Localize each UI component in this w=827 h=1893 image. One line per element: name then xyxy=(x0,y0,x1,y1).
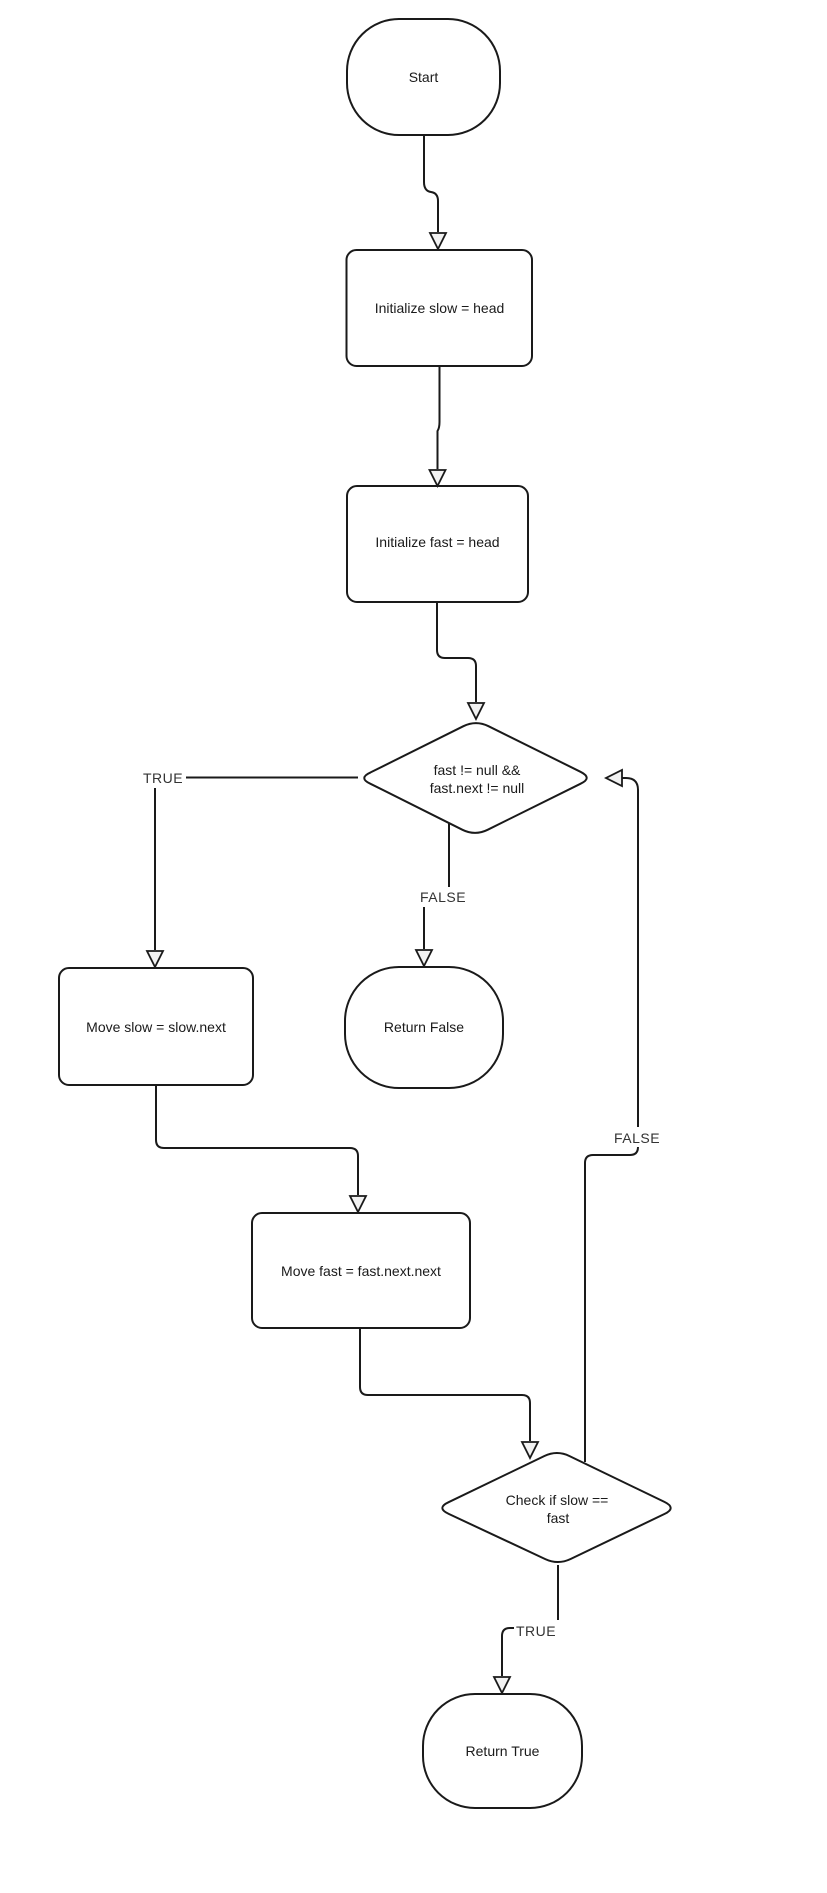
return-false-label: Return False xyxy=(384,1019,464,1035)
move-fast-process xyxy=(251,1212,471,1329)
return-true-label: Return True xyxy=(466,1743,540,1759)
move-slow-process xyxy=(58,967,254,1086)
arrowhead-loop-into-null-check xyxy=(603,768,623,788)
equality-check-decision xyxy=(441,1452,672,1564)
move-fast-label: Move fast = fast.next.next xyxy=(281,1263,441,1279)
edge-label-true-equality-check: TRUE xyxy=(516,1623,556,1639)
arrowhead-into-null-check xyxy=(466,702,486,722)
equality-check-label-line1: Check if slow == xyxy=(506,1492,609,1508)
arrowhead-into-return-false xyxy=(414,949,434,969)
edge-label-true-null-check: TRUE xyxy=(143,770,183,786)
edge-start-to-init-slow xyxy=(423,135,439,232)
init-slow-label: Initialize slow = head xyxy=(375,300,505,316)
edge-label-background xyxy=(612,1127,662,1147)
arrowhead-into-move-slow xyxy=(145,950,165,970)
move-slow-label: Move slow = slow.next xyxy=(86,1019,226,1035)
edge-null-check-false-to-return-false xyxy=(423,823,450,949)
edge-label-false-equality-check: FALSE xyxy=(614,1130,660,1146)
edge-label-false-null-check: FALSE xyxy=(420,889,466,905)
arrowhead-into-equality-check xyxy=(520,1441,540,1461)
edge-move-fast-to-equality-check xyxy=(359,1328,531,1441)
null-check-label-line1: fast != null && xyxy=(434,762,521,778)
null-check-decision xyxy=(363,722,588,834)
init-slow-process xyxy=(345,249,533,367)
equality-check-label-line2: fast xyxy=(547,1510,570,1526)
start-terminator xyxy=(346,18,501,136)
arrowhead-into-move-fast xyxy=(348,1195,368,1215)
arrowhead-into-init-slow xyxy=(428,232,448,252)
edge-init-slow-to-init-fast xyxy=(436,366,441,469)
arrowhead-into-init-fast xyxy=(428,469,447,489)
init-fast-label: Initialize fast = head xyxy=(375,534,499,550)
arrowhead-into-return-true xyxy=(492,1676,512,1696)
edge-move-slow-to-move-fast xyxy=(155,1085,359,1195)
edge-null-check-true-to-move-slow xyxy=(154,776,358,950)
edge-init-fast-to-null-check xyxy=(436,602,477,702)
null-check-label-line2: fast.next != null xyxy=(430,780,525,796)
start-label: Start xyxy=(409,69,439,85)
edge-label-background xyxy=(141,768,186,788)
edge-label-background xyxy=(419,887,468,907)
edge-equality-check-false-loop xyxy=(584,777,639,1462)
edge-label-background xyxy=(514,1620,559,1640)
